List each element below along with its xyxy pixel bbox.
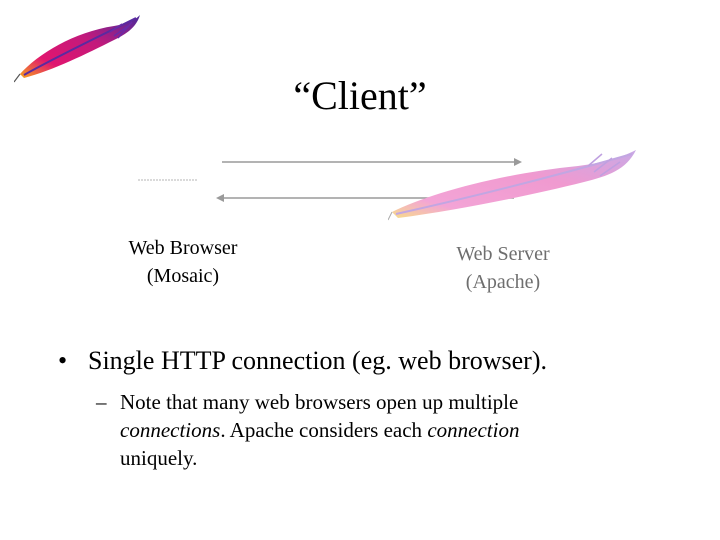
emphasis-connections: connections [120,418,221,442]
divider-fragment [138,179,198,181]
browser-label-line1: Web Browser [128,237,238,259]
apache-feather-icon [14,15,140,83]
sub-bullet-line1: –Note that many web browsers open up mul… [96,390,519,414]
sub-bullet-marker: – [96,390,107,414]
server-label-line1: Web Server [456,243,550,265]
web-browser-label: Web Browser (Mosaic) [98,234,268,290]
bullet-item: • Single HTTP connection (eg. web browser… [58,344,698,378]
bullet-marker: • [58,346,68,375]
apache-feather-icon [388,150,636,221]
bullet-text: Single HTTP connection (eg. web browser)… [88,346,547,375]
arrow-right-icon [222,158,522,166]
sub-bullet-line2: connections. Apache considers each conne… [120,418,520,442]
server-label-line2: (Apache) [465,271,541,293]
emphasis-connection: connection [427,418,520,442]
sub-bullet-line3: uniquely. [120,446,198,470]
web-server-label: Web Server (Apache) [418,240,588,296]
sub-bullet-item: –Note that many web browsers open up mul… [96,388,616,472]
browser-label-line2: (Mosaic) [146,265,220,287]
slide-title: “Client” [293,73,427,118]
